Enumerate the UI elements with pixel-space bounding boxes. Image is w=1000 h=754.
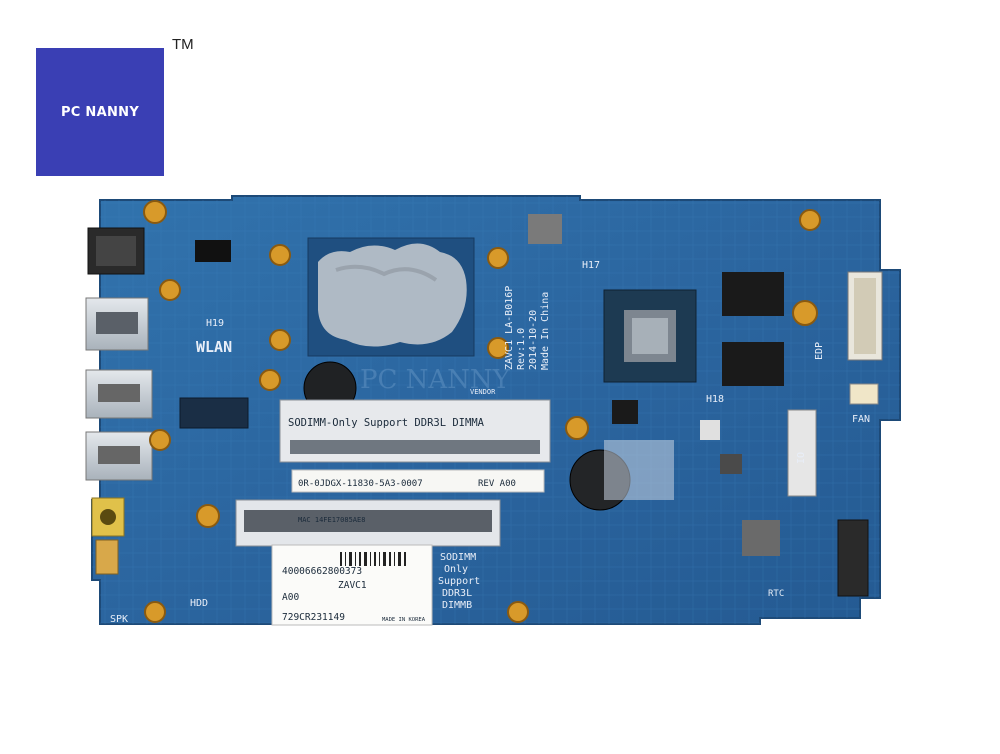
usb-port-2 [85, 431, 153, 481]
mount-hole-5 [259, 369, 281, 391]
sticker-id: ZAVC1 [338, 580, 367, 591]
h19-label: H19 [206, 318, 224, 329]
mount-hole-14 [144, 601, 166, 623]
mount-hole-11 [792, 300, 818, 326]
gpu-chip [603, 289, 697, 383]
clear-film [604, 440, 674, 500]
sticker-top-rev: REV A00 [478, 479, 516, 489]
hdmi-port [85, 297, 149, 351]
audio-jack [91, 497, 125, 537]
sata-connector [837, 519, 869, 597]
dimm-b-label-2: Only [444, 564, 468, 575]
mount-hole-10 [565, 416, 589, 440]
cpu-socket [307, 237, 475, 357]
edp-connector [847, 271, 883, 361]
mount-hole-4 [269, 329, 291, 351]
fan-label: FAN [852, 414, 870, 425]
spk-label: SPK [110, 614, 128, 625]
mount-hole-1 [143, 200, 167, 224]
sticker-rev: A00 [282, 592, 299, 603]
made-silk: Made In China [540, 292, 551, 370]
brand-logo-text: PC NANNY [60, 104, 140, 120]
bottom-code: 729CR231149 [282, 612, 345, 623]
dimm-a-label: SODIMM-Only Support DDR3L DIMMA [288, 417, 485, 429]
sticker-top-serial: 0R-0JDGX-11830-5A3-0007 [298, 479, 423, 489]
hdd-label: HDD [190, 598, 208, 609]
wlan-label: WLAN [196, 338, 232, 356]
dimm-b-label-5: DIMMB [442, 600, 472, 611]
date-silk: 2014-10-20 [528, 310, 539, 370]
dimm-b-label-1: SODIMM [440, 552, 476, 563]
h18-label: H18 [706, 394, 724, 405]
io-label: IO [796, 452, 807, 464]
watermark-text: PC NANNY [360, 365, 511, 395]
sticker-top [291, 469, 545, 493]
sticker-main [271, 544, 433, 626]
mount-hole-13 [507, 601, 529, 623]
connector-small [700, 420, 720, 440]
rev-silk: Rev:1.0 [516, 328, 527, 370]
inductor-2 [742, 520, 780, 556]
model-silk: ZAVC1 LA-B016P [504, 286, 515, 370]
rtc-label: RTC [768, 589, 784, 599]
inductor-1 [528, 214, 562, 244]
wlan-slot [179, 397, 249, 429]
mount-hole-2 [159, 279, 181, 301]
barcode-number: 40006662800373 [282, 566, 362, 577]
chip-a [195, 240, 231, 262]
fan-connector [849, 383, 879, 405]
edp-label: EDP [814, 342, 825, 360]
inductor-3 [720, 454, 742, 474]
dimm-b-label-3: Support [438, 576, 480, 587]
ac-pin [95, 539, 119, 575]
mount-hole-8 [149, 429, 171, 451]
brand-logo: PC NANNY [36, 48, 164, 176]
thermal-paste [318, 243, 467, 347]
mount-hole-9 [196, 504, 220, 528]
made-in-label: MADE IN KOREA [382, 617, 426, 623]
io-connector [787, 409, 817, 497]
mount-hole-12 [799, 209, 821, 231]
usb-port-1 [85, 369, 153, 419]
mount-hole-6 [487, 247, 509, 269]
dimm-b-label-4: DDR3L [442, 588, 472, 599]
chip-b [612, 400, 638, 424]
mount-hole-3 [269, 244, 291, 266]
ethernet-port [87, 227, 145, 275]
h17-label: H17 [582, 260, 600, 271]
vram-chip-2 [722, 342, 784, 386]
dimm-a-slot [279, 399, 551, 463]
mac-label: MAC 14FE17085AE8 [298, 516, 365, 524]
vendor-label: VENDOR [470, 388, 496, 396]
mount-hole-7 [487, 337, 509, 359]
trademark-mark: TM [172, 36, 194, 53]
vram-chip-1 [722, 272, 784, 316]
dimm-b-slot [235, 499, 501, 547]
